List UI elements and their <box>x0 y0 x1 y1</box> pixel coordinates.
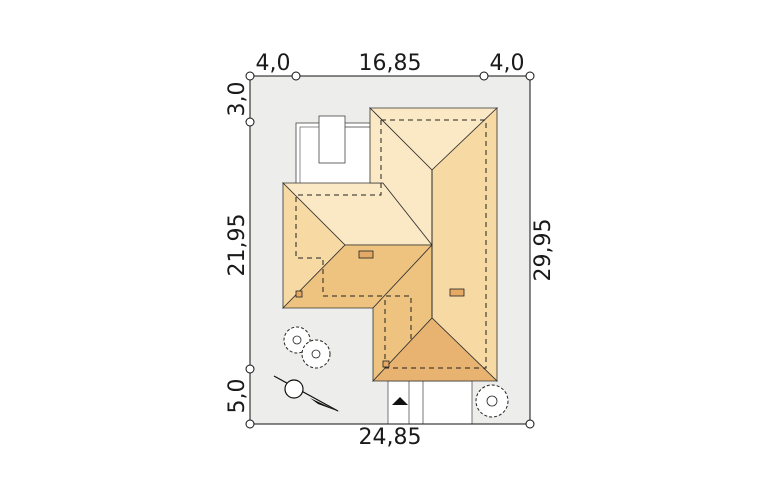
roof-left-wing <box>282 182 433 309</box>
compass-north-arrow-icon <box>273 375 340 412</box>
tree-icon <box>475 384 509 418</box>
dim-top-width: 16,85 <box>359 51 422 76</box>
roof-main-block <box>369 107 498 383</box>
terrace-structure <box>295 115 373 186</box>
dim-top-right-setback: 4,0 <box>490 51 525 76</box>
dim-left-bottom-setback: 5,0 <box>225 379 250 414</box>
driveway <box>387 380 473 425</box>
wall-outline-dashed <box>295 119 487 369</box>
tree-icon <box>283 326 331 369</box>
chimney <box>382 360 390 368</box>
entrance-arrow-icon <box>392 397 408 405</box>
skylight <box>358 250 374 259</box>
dim-bottom-total-width: 24,85 <box>359 425 422 450</box>
skylight <box>449 288 465 297</box>
dim-right-total-depth: 29,95 <box>531 219 556 282</box>
chimney <box>295 290 303 298</box>
dim-top-left-setback: 4,0 <box>256 51 291 76</box>
dimension-lines <box>245 71 535 429</box>
dim-left-top-setback: 3,0 <box>225 82 250 117</box>
dim-left-depth: 21,95 <box>225 214 250 277</box>
